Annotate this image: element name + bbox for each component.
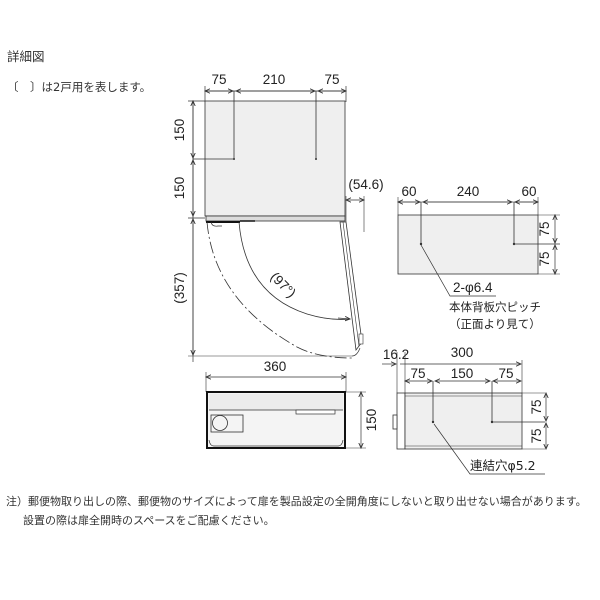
front-dim-center: 210 (263, 72, 286, 87)
back-hole-label: 2-φ6.4 (453, 280, 493, 295)
bottom-width-dim: 360 (264, 359, 287, 374)
front-view: 75 210 75 150 150 (357) (97°) (172, 72, 384, 362)
bottom-height-dim: 150 (364, 409, 379, 432)
side-panel (404, 392, 523, 450)
side-dim-right: 75 (498, 366, 513, 381)
back-height-upper: 75 (537, 221, 552, 236)
bottom-view: 360 150 (206, 359, 379, 449)
drawing-title: 詳細図 (7, 49, 45, 64)
side-height-upper: 75 (529, 399, 544, 414)
side-dim-center: 150 (451, 366, 474, 381)
door-depth-dim: (357) (172, 272, 187, 304)
front-dim-right: 75 (324, 72, 339, 87)
door-offset-dim: (54.6) (348, 177, 383, 192)
back-hole-view-note: （正面より見て） (449, 317, 541, 331)
side-offset-dim: 16.2 (383, 347, 409, 362)
side-view: 16.2 300 75 150 75 75 75 連結穴φ5.2 (382, 345, 546, 475)
side-hole-label: 連結穴φ5.2 (470, 458, 536, 473)
front-dim-left: 75 (211, 72, 226, 87)
front-panel (204, 100, 346, 217)
back-hole-desc: 本体背板穴ピッチ (449, 300, 541, 314)
front-height-lower: 150 (172, 177, 187, 200)
side-total-dim: 300 (451, 345, 474, 360)
note-line-2: 設置の際は扉全開時のスペースをご配慮ください。 (23, 514, 275, 527)
back-dim-center: 240 (457, 184, 480, 199)
back-panel (397, 214, 539, 275)
side-height-lower: 75 (529, 428, 544, 443)
note-line-1: 注）郵便物取り出しの際、郵便物のサイズによって扉を製品設定の全開角度にしないと取… (6, 495, 587, 508)
back-dim-left: 60 (401, 184, 416, 199)
back-dim-right: 60 (521, 184, 536, 199)
door-angle-label: (97°) (267, 269, 298, 300)
back-height-lower: 75 (537, 251, 552, 266)
side-dim-left: 75 (410, 366, 425, 381)
back-view: 60 240 60 75 75 2-φ6.4 本体背板穴ピッチ （正面より見て） (398, 184, 560, 331)
bracket-legend: 〔 〕は2戸用を表します。 (7, 80, 152, 94)
front-height-upper: 150 (172, 119, 187, 142)
